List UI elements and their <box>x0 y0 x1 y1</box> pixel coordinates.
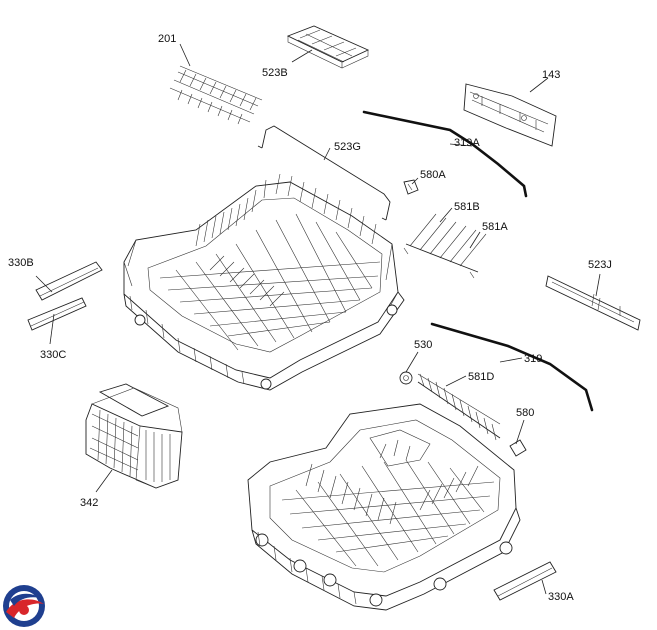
callout-labels: 201 523B 143 319A 523G 580A 581B 581A 33… <box>8 33 612 603</box>
label-330C: 330C <box>40 349 66 361</box>
label-319A: 319A <box>454 137 480 149</box>
part-523J-rail <box>545 275 641 331</box>
part-342-basket <box>85 383 183 489</box>
part-580A-clip <box>403 179 419 195</box>
leader-lines <box>35 43 601 595</box>
label-523J: 523J <box>588 259 612 271</box>
part-330B-trim <box>35 261 103 301</box>
label-330A: 330A <box>548 591 574 603</box>
label-143: 143 <box>542 69 560 81</box>
label-319: 319 <box>524 353 542 365</box>
label-342: 342 <box>80 497 98 509</box>
label-580: 580 <box>516 407 534 419</box>
lower-rack <box>247 403 521 611</box>
label-201: 201 <box>158 33 176 45</box>
part-143-bracket <box>463 83 557 147</box>
part-581-tine-row <box>403 213 487 279</box>
part-319A-strip <box>362 110 528 198</box>
upper-rack <box>123 173 405 391</box>
part-581D-tines <box>417 373 501 441</box>
brand-logo <box>3 585 45 627</box>
label-581A: 581A <box>482 221 508 233</box>
part-530-knob <box>399 371 413 385</box>
part-523B-tray <box>286 25 370 69</box>
part-330C-trim <box>27 297 87 331</box>
label-530: 530 <box>414 339 432 351</box>
part-523G-wire <box>257 125 391 221</box>
label-581B: 581B <box>454 201 480 213</box>
label-523B: 523B <box>262 67 288 79</box>
part-319-strip <box>430 322 594 412</box>
part-580-clip <box>509 439 527 457</box>
part-201-clips <box>169 65 263 125</box>
label-523G: 523G <box>334 141 361 153</box>
part-330A-trim <box>493 561 557 601</box>
label-581D: 581D <box>468 371 494 383</box>
label-330B: 330B <box>8 257 34 269</box>
label-580A: 580A <box>420 169 446 181</box>
